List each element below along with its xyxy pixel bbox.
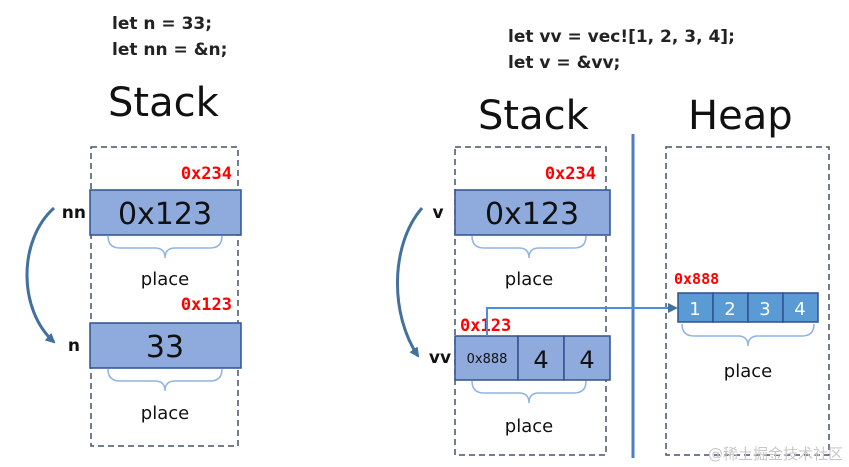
heap-item-1-value: 1 [689, 299, 700, 320]
left-n-brace-label: place [141, 403, 189, 424]
left-code-line-2: let nn = &n; [112, 40, 227, 60]
right-code-line-2: let v = &vv; [508, 53, 620, 73]
heap-item-3-value: 3 [759, 299, 770, 320]
right-vv-brace-label: place [505, 416, 553, 437]
left-stack-frame [90, 146, 239, 447]
right-vv-address: 0x123 [460, 316, 511, 336]
heap-pointer-arrow [486, 303, 678, 336]
heap-item-2-value: 2 [724, 299, 735, 320]
left-n-address: 0x123 [181, 295, 232, 315]
left-nn-address: 0x234 [181, 164, 232, 184]
right-vv-label: vv [429, 348, 451, 368]
right-vv-cap-value: 4 [579, 346, 594, 374]
right-v-address: 0x234 [545, 164, 596, 184]
right-v-value: 0x123 [485, 197, 579, 232]
heap-item-1 [677, 292, 714, 323]
right-stack-frame [454, 146, 607, 456]
left-reference-arrow [25, 206, 56, 344]
left-n-cell [89, 322, 242, 369]
heap-brace [681, 323, 815, 347]
right-stack-title: Stack [478, 93, 590, 139]
heap-address: 0x888 [674, 270, 719, 288]
left-nn-brace [107, 235, 223, 259]
heap-item-2 [712, 292, 749, 323]
heap-item-4 [782, 292, 819, 323]
right-v-cell [454, 189, 611, 236]
left-n-value: 33 [146, 330, 184, 365]
left-nn-brace-label: place [141, 269, 189, 290]
right-vv-brace [471, 380, 587, 404]
left-stack-title: Stack [108, 80, 220, 126]
left-n-label: n [68, 336, 80, 356]
left-n-brace [107, 368, 223, 392]
right-vv-ptr-value: 0x888 [467, 352, 508, 367]
heap-item-3 [747, 292, 784, 323]
right-code-line-1: let vv = vec![1, 2, 3, 4]; [508, 27, 735, 47]
right-v-brace [471, 235, 587, 259]
left-nn-cell [89, 189, 242, 236]
right-vv-len-value: 4 [533, 346, 548, 374]
left-code-line-1: let n = 33; [112, 14, 212, 34]
heap-item-4-value: 4 [794, 299, 805, 320]
right-heap-frame [665, 146, 830, 456]
heap-brace-label: place [724, 361, 772, 382]
right-v-label: v [432, 203, 443, 223]
right-heap-title: Heap [688, 93, 793, 139]
left-nn-label: nn [62, 203, 86, 223]
right-vv-cap-cell [563, 335, 611, 381]
watermark: @稀土掘金技术社区 [708, 445, 843, 463]
right-v-brace-label: place [505, 269, 553, 290]
left-nn-value: 0x123 [118, 197, 212, 232]
right-reference-arrow [396, 207, 424, 358]
